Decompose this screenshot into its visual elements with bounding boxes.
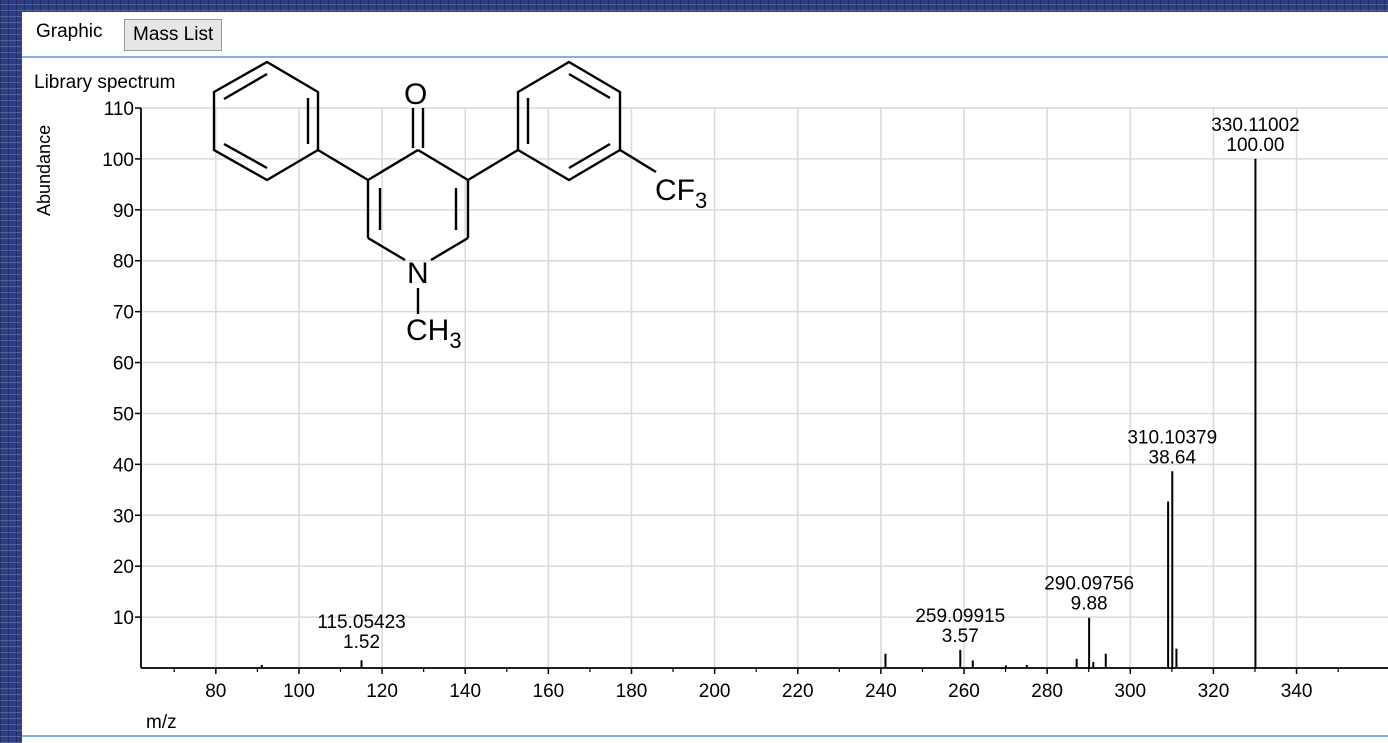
chart-title: Library spectrum: [34, 72, 176, 93]
y-tick-label: 30: [113, 506, 134, 527]
peak-mz-label: 310.10379: [1127, 427, 1217, 448]
axes: [135, 107, 1388, 674]
nitrogen-label: N: [407, 257, 429, 290]
spectrum-window: Graphic Mass List Library spectrum Abund…: [22, 12, 1388, 743]
x-tick-label: 280: [1031, 681, 1063, 702]
peak-mz-label: 259.09915: [915, 606, 1005, 627]
molecule-structure: [212, 60, 657, 314]
peak-mz-label: 115.05423: [317, 612, 405, 633]
y-tick-label: 40: [113, 455, 134, 476]
grid-lines: [141, 107, 1388, 668]
peak-abundance-label: 9.88: [1071, 594, 1108, 615]
tab-strip: Graphic Mass List: [22, 12, 1388, 58]
peak-bars: [260, 158, 1257, 668]
x-tick-label: 220: [782, 681, 814, 702]
x-axis-label: m/z: [146, 712, 177, 733]
cf3-subscript: 3: [695, 188, 707, 213]
x-tick-label: 340: [1281, 681, 1313, 702]
y-tick-label: 100: [102, 150, 134, 171]
y-tick-label: 50: [113, 404, 134, 425]
y-tick-label: 90: [113, 201, 134, 222]
methyl-label: CH3: [406, 314, 462, 353]
peak-mz-label: 330.11002: [1211, 115, 1299, 136]
x-tick-label: 300: [1114, 681, 1146, 702]
y-tick-label: 10: [113, 608, 134, 629]
methyl-text: CH: [406, 314, 449, 347]
x-tick-label: 160: [533, 681, 565, 702]
x-tick-label: 80: [205, 681, 226, 702]
methyl-subscript: 3: [449, 328, 461, 353]
y-tick-label: 20: [113, 557, 134, 578]
peak-abundance-label: 100.00: [1226, 135, 1284, 156]
y-tick-label: 60: [113, 354, 134, 375]
x-tick-label: 240: [865, 681, 897, 702]
cf3-text: CF: [655, 174, 695, 207]
bottom-divider: [22, 735, 1388, 737]
x-tick-label: 120: [366, 681, 398, 702]
spectrum-chart: Library spectrum Abundance m/z 80 100 120 1…: [34, 60, 1388, 733]
y-tick-label: 80: [113, 252, 134, 273]
peak-mz-label: 290.09756: [1044, 574, 1134, 595]
tab-graphic[interactable]: Graphic: [28, 16, 111, 50]
cf3-label: CF3: [655, 174, 707, 213]
y-axis-label: Abundance: [34, 125, 54, 216]
x-tick-label: 100: [283, 681, 315, 702]
peak-abundance-label: 3.57: [942, 626, 979, 647]
tab-mass-list[interactable]: Mass List: [124, 19, 223, 51]
x-tick-label: 180: [616, 681, 648, 702]
x-tick-label: 320: [1198, 681, 1230, 702]
molecule-atom-labels: O N CH3 CF3: [404, 78, 707, 353]
x-tick-label: 200: [699, 681, 731, 702]
y-tick-label: 110: [104, 99, 134, 120]
x-tick-label: 260: [948, 681, 980, 702]
oxygen-label: O: [404, 78, 427, 111]
y-tick-label: 70: [113, 303, 134, 324]
peak-abundance-label: 1.52: [343, 632, 380, 653]
x-tick-label: 140: [449, 681, 481, 702]
peak-abundance-label: 38.64: [1149, 447, 1197, 468]
